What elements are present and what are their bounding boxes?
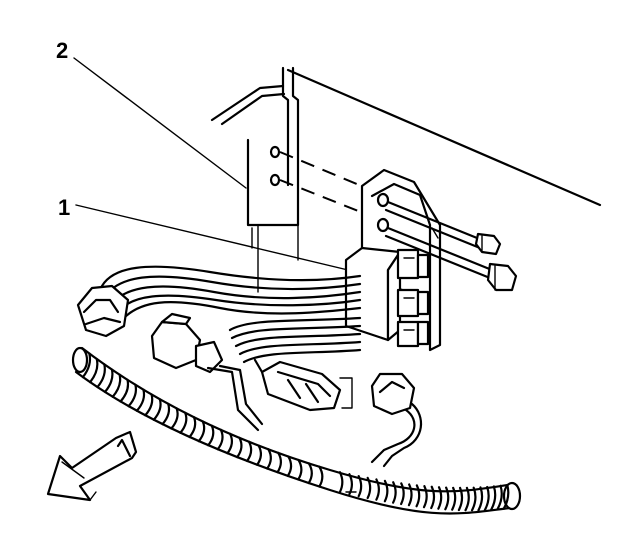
conduit-rib [144,393,154,417]
conduit-rib [236,436,243,459]
conduit-rib [422,485,428,509]
harness-connector-left [76,284,130,338]
conduit-rib [357,474,363,498]
conduit-rib [119,378,130,403]
conduit-rib [457,486,464,512]
conduit-rib [246,440,253,463]
mounting-hole [269,173,281,187]
conduit-rib [197,420,206,443]
mounting-hole [376,217,390,233]
bolt [384,200,502,256]
conduit-rib [383,479,389,503]
callout-label-1: 1 [58,195,70,220]
harness-connector-right [370,372,423,468]
conduit-rib [502,483,510,510]
conduit-rib [81,352,92,379]
conduit-rib [226,432,234,455]
harness-connector-center [260,360,353,412]
conduit-rib [437,486,443,510]
alignment-line [279,151,377,193]
conduit-rib [127,383,138,408]
conduit-rib [207,424,215,447]
conduit-end [71,346,89,374]
leader-line-2 [73,57,247,189]
conduit-rib [276,451,282,474]
conduit-rib [89,357,99,384]
conduit-rib [307,462,313,485]
conduit-rib [266,448,272,470]
conduit-rib [415,484,421,508]
conduit-rib [256,444,262,466]
conduit-rib [477,486,484,512]
conduit-rib [188,416,197,439]
callout-label-2: 2 [56,38,68,63]
conduit-rib [483,485,490,512]
conduit-rib [348,473,353,496]
conduit-rib [96,363,106,389]
conduit-ribs [81,352,510,512]
alignment-line [279,179,377,219]
conduit-rib [179,411,188,434]
conduit-rib [407,483,413,507]
mounting-hole [269,145,281,159]
conduit-rib [170,407,179,430]
conduit-rib [444,486,450,511]
conduit-rib [464,486,470,512]
bolt [384,226,518,292]
conduit-rib [152,398,162,421]
body-panel [210,66,602,293]
convoluted-conduit [71,346,522,515]
leader-line-1 [75,204,349,271]
relay-connector-block [344,246,430,348]
conduit-rib [391,481,397,504]
conduit-rib [490,485,497,511]
mounting-hole [376,192,390,208]
wire-bundle [98,265,362,380]
conduit-rib [111,373,122,398]
conduit-rib [338,471,344,494]
harness-connector-middle [150,312,264,432]
conduit-rib [318,465,324,488]
conduit-rib [161,402,171,426]
conduit-rib [375,478,380,501]
conduit-rib [216,428,224,451]
front-direction-arrow-icon [46,430,138,502]
conduit-rib [451,486,457,511]
conduit-rib [496,484,503,511]
conduit-rib [135,388,146,412]
conduit-rib [366,476,372,500]
conduit-rib [470,486,477,512]
conduit-rib [103,368,114,394]
conduit-rib [286,455,293,478]
conduit-rib [430,485,436,510]
conduit-rib [297,458,303,481]
conduit-rib [400,482,405,506]
